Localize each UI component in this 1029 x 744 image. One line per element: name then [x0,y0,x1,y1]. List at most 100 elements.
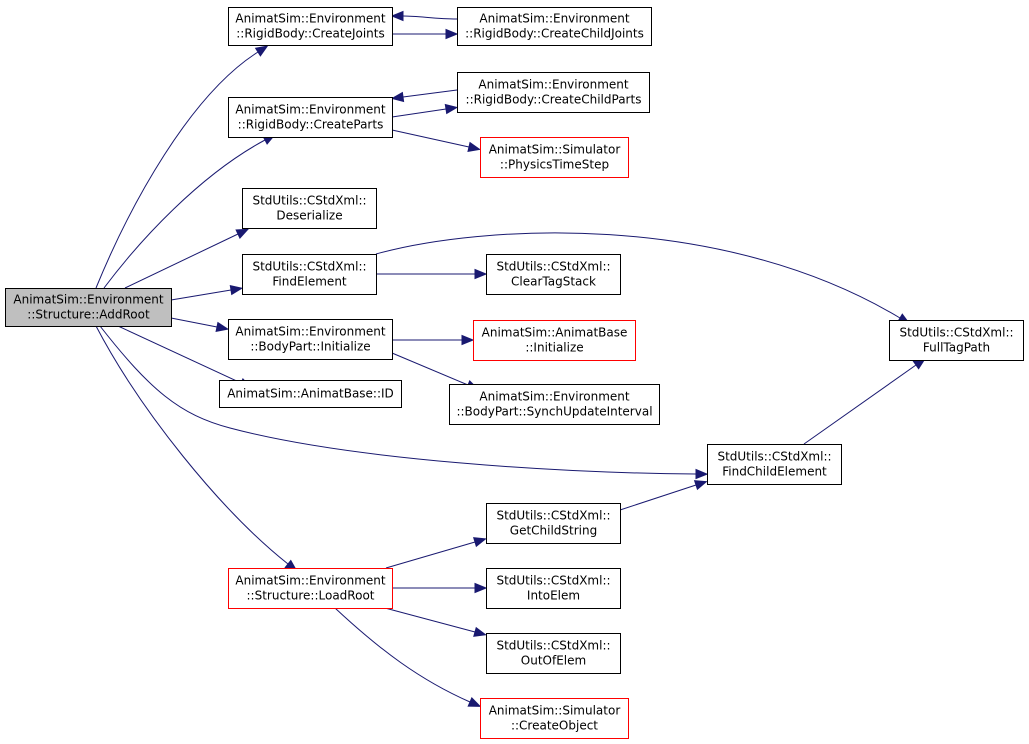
node-box[interactable] [486,633,621,674]
edge-line [619,484,697,511]
node-label: ::RigidBody::CreateJoints [236,27,384,41]
node-addroot[interactable]: AnimatSim::Environment::Structure::AddRo… [5,288,172,327]
node-label: AnimatSim::Environment [235,103,386,117]
edge-line [103,139,266,289]
node-createparts[interactable]: AnimatSim::Environment::RigidBody::Creat… [228,97,393,138]
edge-line [391,129,470,148]
node-box[interactable] [473,320,636,361]
node-deserialize[interactable]: StdUtils::CStdXml::Deserialize [242,188,377,229]
node-outofelem[interactable]: StdUtils::CStdXml::OutOfElem [486,633,621,674]
node-label: ::RigidBody::CreateChildJoints [465,27,644,41]
node-label: ::Structure::AddRoot [27,308,150,322]
edge-createchildjoints-to-createjoints [390,10,458,22]
node-box[interactable] [486,568,621,609]
nodes-layer: AnimatSim::Environment::Structure::AddRo… [5,7,1024,739]
node-label: ClearTagStack [511,275,596,289]
node-label: AnimatSim::AnimatBase [482,326,628,340]
node-label: ::BodyPart::Initialize [250,340,370,354]
node-createchildparts[interactable]: AnimatSim::Environment::RigidBody::Creat… [457,72,650,113]
edge-createchildparts-to-createparts [390,89,458,103]
node-box[interactable] [480,698,629,739]
node-label: FullTagPath [923,341,990,355]
node-box[interactable] [228,7,393,46]
node-bpinitialize[interactable]: AnimatSim::Environment::BodyPart::Initia… [228,319,393,360]
node-box[interactable] [228,97,393,138]
node-label: StdUtils::CStdXml:: [496,574,610,588]
edge-line [803,364,917,445]
edge-line [95,325,289,565]
arrowhead-icon [254,45,269,57]
arrowhead-icon [445,28,459,40]
node-abinitialize[interactable]: AnimatSim::AnimatBase::Initialize [473,320,636,361]
arrowhead-icon [695,468,709,480]
edge-loadroot-to-getchildstring [385,537,487,569]
node-label: OutOfElem [521,654,586,668]
edge-line [402,15,458,20]
node-label: GetChildString [510,524,597,538]
node-label: StdUtils::CStdXml:: [899,326,1013,340]
node-box[interactable] [480,137,629,178]
edge-createjoints-to-createchildjoints [392,28,459,40]
edge-createparts-to-physicstimestep [391,129,481,153]
node-createchildjoints[interactable]: AnimatSim::Environment::RigidBody::Creat… [457,7,652,46]
node-label: ::RigidBody::CreateChildParts [466,93,642,107]
node-label: AnimatSim::Environment [235,574,386,588]
arrowhead-icon [229,284,244,296]
node-label: ::Structure::LoadRoot [247,589,375,603]
edge-findchildelement-to-fulltagpath [803,357,927,445]
edge-line [117,325,242,384]
node-box[interactable] [457,7,652,46]
edge-loadroot-to-outofelem [384,607,487,637]
arrowhead-icon [461,334,475,346]
node-box[interactable] [219,380,402,408]
node-box[interactable] [486,503,621,544]
node-label: StdUtils::CStdXml:: [496,260,610,274]
node-box[interactable] [228,568,393,609]
node-box[interactable] [228,319,393,360]
edge-line [334,607,471,703]
edge-line [375,232,901,319]
node-label: FindChildElement [722,465,827,479]
node-label: StdUtils::CStdXml:: [252,260,366,274]
node-fulltagpath[interactable]: StdUtils::CStdXml::FullTagPath [889,320,1024,361]
node-box[interactable] [457,72,650,113]
node-label: StdUtils::CStdXml:: [496,639,610,653]
edge-line [391,352,469,386]
edge-getchildstring-to-findchildelement [619,480,708,511]
node-createjoints[interactable]: AnimatSim::Environment::RigidBody::Creat… [228,7,393,46]
node-loadroot[interactable]: AnimatSim::Environment::Structure::LoadR… [228,568,393,609]
node-box[interactable] [889,320,1024,361]
node-cleartagstack[interactable]: StdUtils::CStdXml::ClearTagStack [486,254,621,295]
node-box[interactable] [242,188,377,229]
node-intoelem[interactable]: StdUtils::CStdXml::IntoElem [486,568,621,609]
node-findchildelement[interactable]: StdUtils::CStdXml::FindChildElement [707,444,842,485]
node-box[interactable] [449,384,660,425]
edge-line [99,325,697,475]
node-label: StdUtils::CStdXml:: [717,450,831,464]
node-box[interactable] [707,444,842,485]
node-findelement[interactable]: StdUtils::CStdXml::FindElement [242,254,377,295]
node-physicstimestep[interactable]: AnimatSim::Simulator::PhysicsTimeStep [480,137,629,178]
edge-line [391,108,447,118]
node-synchupdate[interactable]: AnimatSim::Environment::BodyPart::SynchU… [449,384,660,425]
edge-line [170,317,218,328]
node-box[interactable] [486,254,621,295]
node-label: IntoElem [527,589,580,603]
node-box[interactable] [242,254,377,295]
node-getchildstring[interactable]: StdUtils::CStdXml::GetChildString [486,503,621,544]
node-label: AnimatSim::Environment [479,12,630,26]
node-createobject[interactable]: AnimatSim::Simulator::CreateObject [480,698,629,739]
node-label: ::CreateObject [511,719,598,733]
node-box[interactable] [5,288,172,327]
node-label: AnimatSim::Simulator [489,143,621,157]
node-label: ::PhysicsTimeStep [500,158,609,172]
node-label: ::BodyPart::SynchUpdateInterval [456,405,652,419]
arrowhead-icon [444,103,459,115]
edge-addroot-to-deserialize [124,228,250,289]
arrowhead-icon [235,228,250,239]
node-id[interactable]: AnimatSim::AnimatBase::ID [219,380,402,408]
arrowhead-icon [390,91,405,103]
node-label: Deserialize [276,209,342,223]
arrowhead-icon [473,537,487,548]
